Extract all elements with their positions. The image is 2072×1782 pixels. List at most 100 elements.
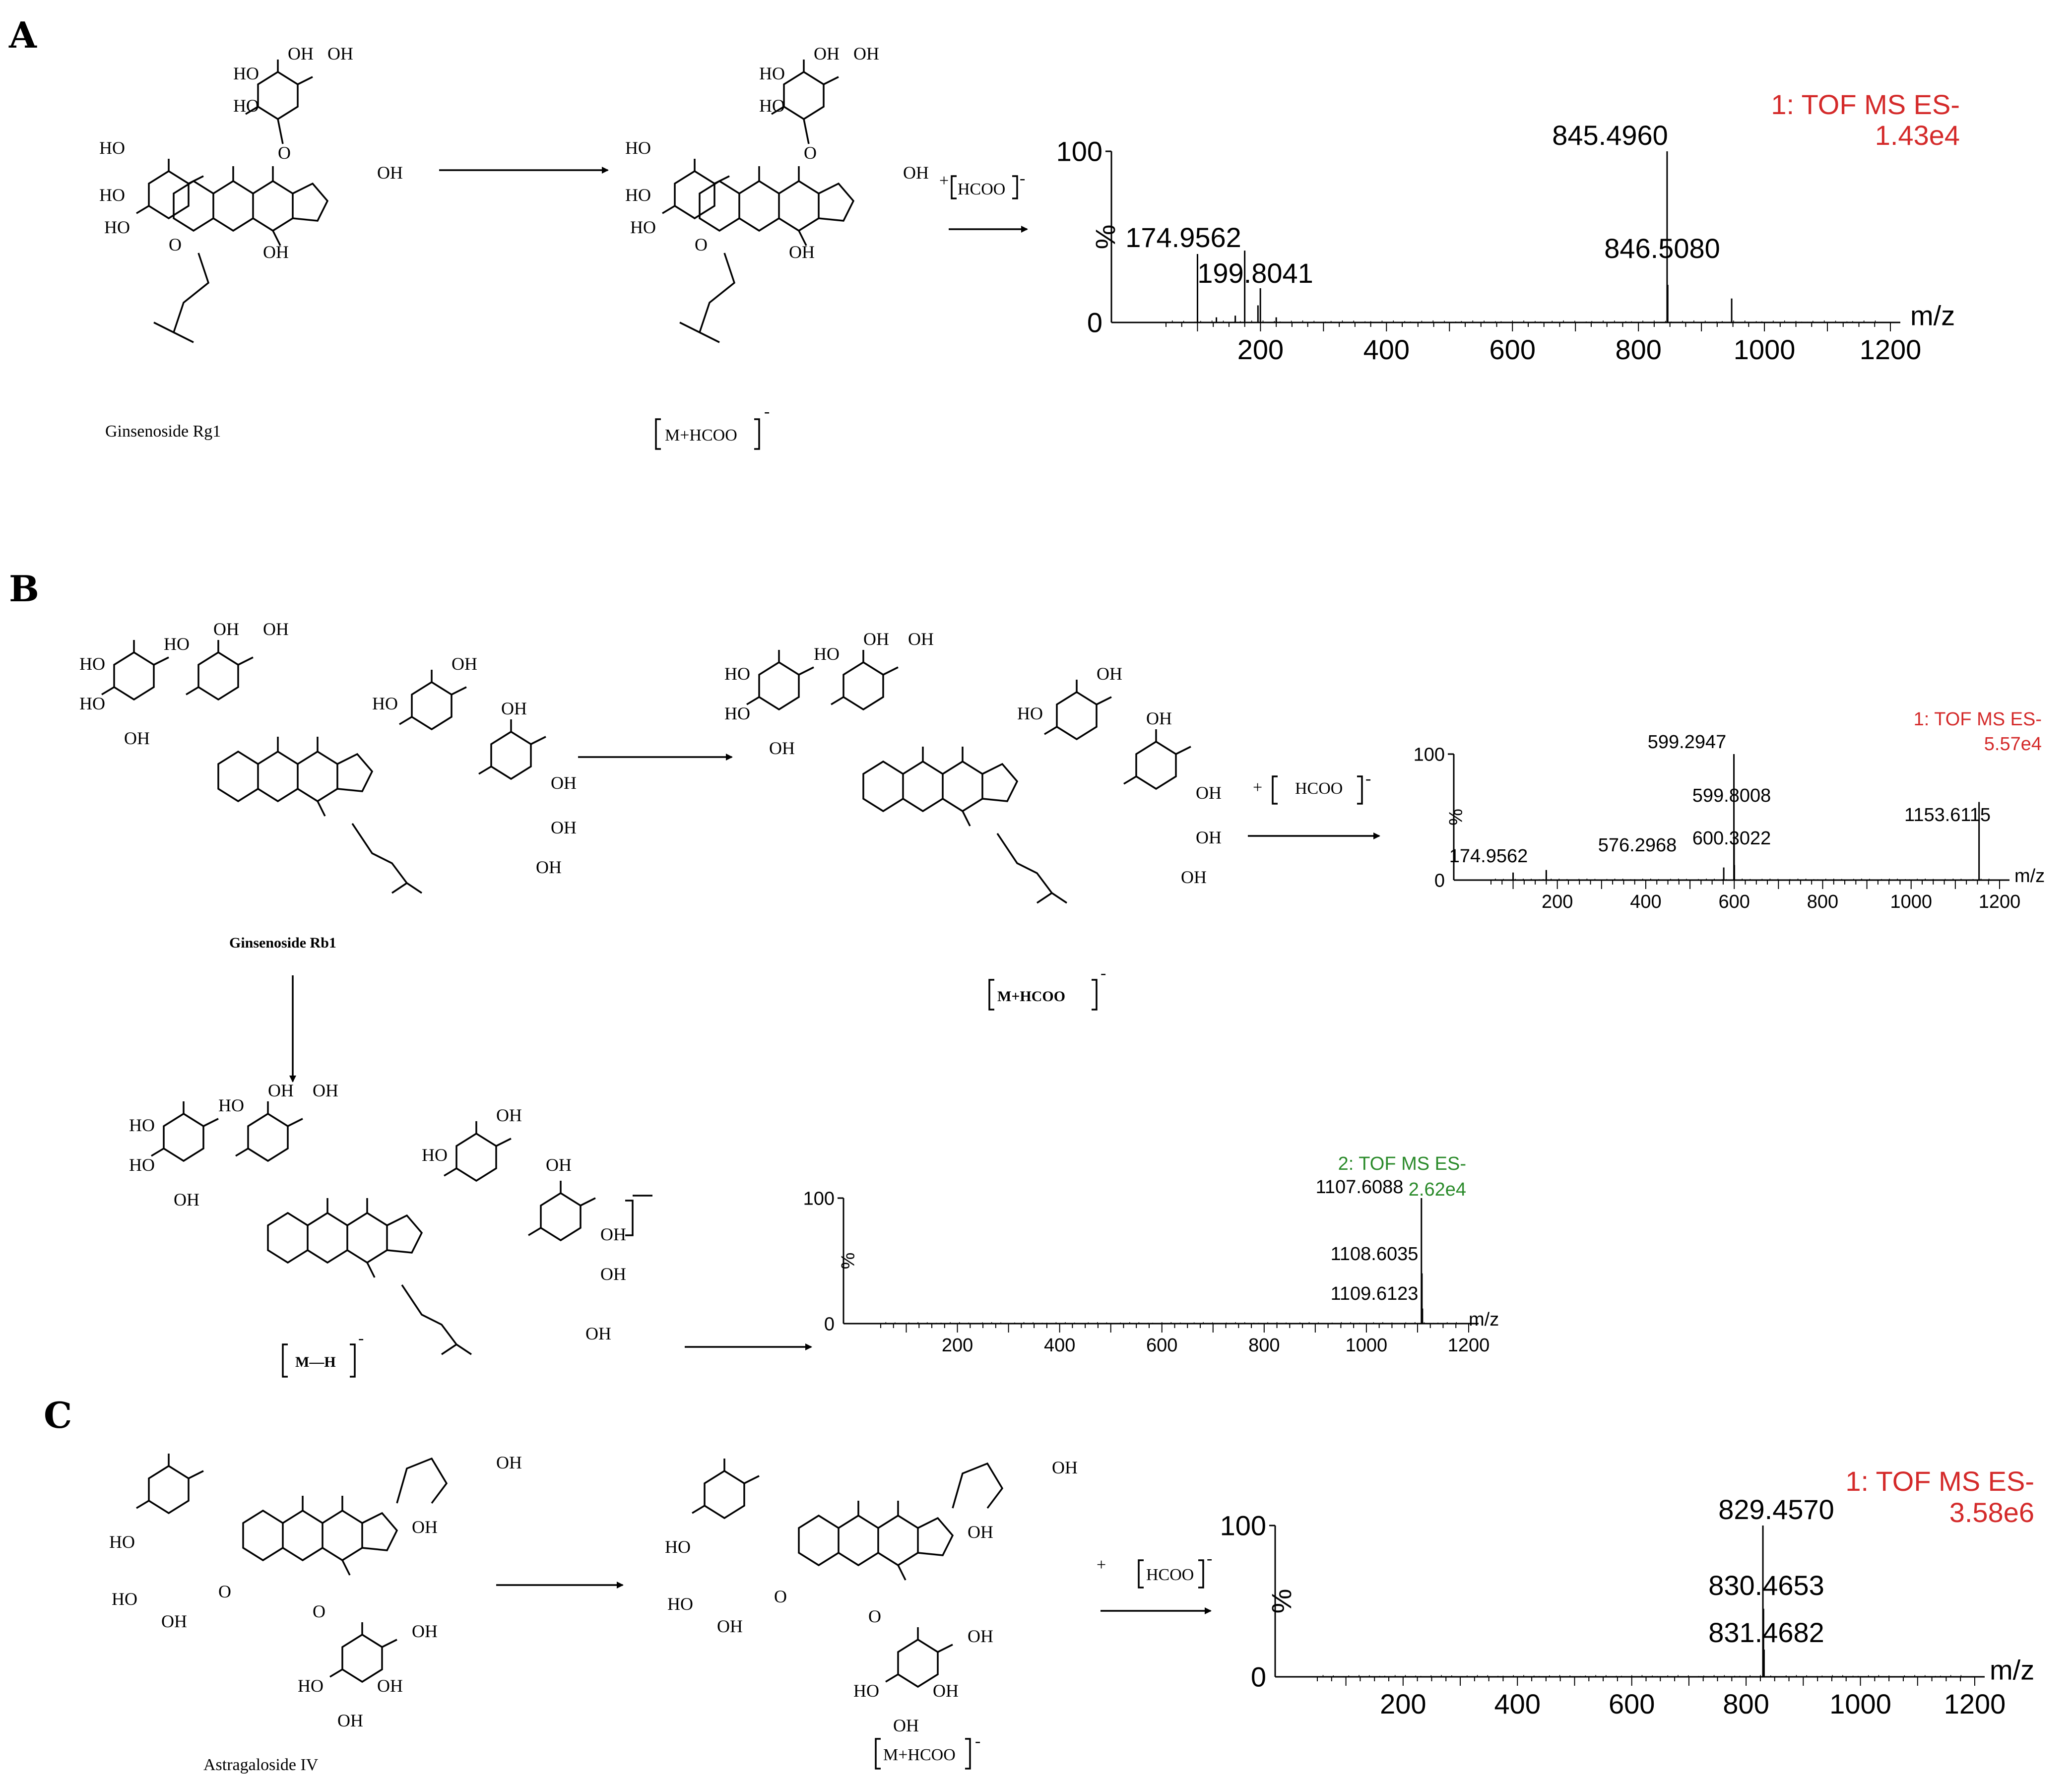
svg-text:M+HCOO: M+HCOO <box>997 988 1065 1005</box>
spectrum-b-top-y-label: % <box>1445 809 1466 826</box>
svg-text:OH: OH <box>600 1264 626 1284</box>
svg-text:O: O <box>868 1606 881 1626</box>
spectrum-b-bottom-peak-label: 1109.6123 <box>1331 1283 1419 1304</box>
adduct-label-c: M+HCOO - <box>875 1732 980 1770</box>
spectrum-a-x-tick-label: 1000 <box>1734 334 1796 365</box>
svg-text:HO: HO <box>129 1155 155 1175</box>
svg-text:-: - <box>1020 169 1025 188</box>
spectrum-b-bottom-x-tick-label: 600 <box>1146 1335 1177 1356</box>
spectrum-a-y-top-label: 100 <box>1056 136 1102 167</box>
spectrum-a-peak-label: 199.8041 <box>1197 257 1313 289</box>
spectrum-c-y-top-label: 100 <box>1220 1510 1266 1541</box>
svg-text:OH: OH <box>327 44 353 64</box>
svg-text:OH: OH <box>903 163 929 183</box>
spectrum-b-top-x-tick-label: 200 <box>1542 891 1573 912</box>
spectrum-b-top-peak-label: 174.9562 <box>1449 846 1528 867</box>
svg-text:HO: HO <box>814 644 840 664</box>
spectrum-a-y-bottom-label: 0 <box>1087 307 1102 338</box>
structure-rb1-deprotonated: HO HO OH HO OH OH HO OH OH OH OH OH <box>129 1081 652 1355</box>
spectrum-b-top-y-top-label: 100 <box>1414 744 1445 765</box>
svg-text:OH: OH <box>1196 827 1222 847</box>
svg-text:HO: HO <box>630 217 656 237</box>
svg-text:OH: OH <box>412 1517 438 1537</box>
svg-text:OH: OH <box>1181 867 1207 887</box>
spectrum-c-peak-label: 830.4653 <box>1708 1570 1824 1601</box>
svg-text:OH: OH <box>496 1453 522 1472</box>
svg-text:HO: HO <box>298 1676 324 1696</box>
spectrum-c-peak-label: 831.4682 <box>1708 1617 1824 1648</box>
svg-text:OH: OH <box>337 1711 363 1730</box>
svg-text:OH: OH <box>496 1105 522 1125</box>
spectrum-b-top-peak-label: 576.2968 <box>1598 835 1677 856</box>
svg-text:HO: HO <box>724 664 750 684</box>
svg-text:OH: OH <box>412 1621 438 1641</box>
compound-name-astragaloside: Astragaloside IV <box>203 1756 319 1774</box>
adduct-label-a: M+HCOO - <box>655 402 770 450</box>
svg-text:HO: HO <box>79 654 105 674</box>
svg-text:O: O <box>278 143 291 163</box>
spectrum-b-bottom-x-tick-label: 800 <box>1248 1335 1280 1356</box>
svg-text:HO: HO <box>422 1145 448 1165</box>
spectrum-c-x-label: m/z <box>1990 1655 2034 1686</box>
svg-text:HO: HO <box>233 96 259 116</box>
svg-text:+: + <box>1097 1556 1106 1574</box>
spectrum-b-bottom-x-tick-label: 400 <box>1044 1335 1075 1356</box>
svg-text:O: O <box>169 235 182 255</box>
svg-text:O: O <box>804 143 817 163</box>
svg-text:OH: OH <box>213 619 239 639</box>
svg-text:-: - <box>1207 1549 1212 1568</box>
panel-letter-b: B <box>9 568 39 610</box>
structure-rb1: HO HO OH HO OH OH HO OH OH OH OH OH <box>79 619 577 894</box>
svg-text:OH: OH <box>124 728 150 748</box>
spectrum-c-peak-label: 829.4570 <box>1718 1494 1834 1525</box>
spectrum-b-bottom-peak-label: 1107.6088 <box>1316 1177 1404 1198</box>
spectrum-a-peak-label: 846.5080 <box>1604 233 1720 264</box>
svg-text:OH: OH <box>1097 664 1122 684</box>
svg-text:OH: OH <box>377 1676 403 1696</box>
svg-text:OH: OH <box>1196 783 1222 803</box>
spectrum-b-top-y-bottom-label: 0 <box>1434 870 1445 891</box>
svg-text:HCOO: HCOO <box>1295 779 1343 798</box>
svg-text:OH: OH <box>853 44 879 64</box>
structure-rg1: HO OH OH HO O OH HO HO HO O OH <box>99 44 403 343</box>
svg-text:OH: OH <box>769 738 795 758</box>
svg-text:HO: HO <box>853 1681 879 1701</box>
svg-text:OH: OH <box>717 1616 743 1636</box>
spectrum-c-header-intensity: 3.58e6 <box>1949 1497 2034 1528</box>
svg-text:HO: HO <box>625 138 651 158</box>
spectrum-b-top-x-tick-label: 800 <box>1807 891 1838 912</box>
svg-text:HO: HO <box>625 185 651 205</box>
svg-text:HO: HO <box>99 185 125 205</box>
svg-text:OH: OH <box>501 699 527 718</box>
svg-text:OH: OH <box>161 1611 187 1631</box>
structure-astragaloside-adduct: HO HO OH O OH OH O HO OH OH OH <box>665 1458 1078 1735</box>
svg-text:O: O <box>218 1582 231 1601</box>
spectrum-b-bottom-y-top-label: 100 <box>803 1188 835 1209</box>
spectrum-c-y-label: % <box>1266 1589 1297 1614</box>
svg-text:HO: HO <box>759 96 785 116</box>
svg-text:-: - <box>358 1329 364 1347</box>
svg-text:HCOO: HCOO <box>1146 1566 1194 1584</box>
svg-text:HO: HO <box>724 703 750 723</box>
spectrum-b-bottom-y-bottom-label: 0 <box>824 1314 835 1335</box>
svg-text:HO: HO <box>79 694 105 713</box>
compound-name-rb1: Ginsenoside Rb1 <box>229 935 336 951</box>
svg-text:OH: OH <box>551 773 577 793</box>
spectrum-b-top-peak-label: 600.3022 <box>1692 828 1771 849</box>
svg-text:OH: OH <box>263 242 289 262</box>
spectrum-c-x-tick-label: 400 <box>1494 1688 1541 1719</box>
svg-text:OH: OH <box>174 1190 199 1209</box>
structure-rb1-adduct: HO HO OH HO OH OH HO OH OH OH OH OH <box>724 629 1222 904</box>
svg-text:OH: OH <box>814 44 840 64</box>
spectrum-b-bottom-peak-label: 1108.6035 <box>1331 1244 1419 1265</box>
reagent-label-c: + HCOO - <box>1097 1549 1212 1589</box>
svg-text:HO: HO <box>665 1537 691 1557</box>
structure-rg1-adduct: HO OH OH HO O OH HO HO HO O OH <box>625 44 929 343</box>
svg-text:O: O <box>313 1601 325 1621</box>
svg-text:OH: OH <box>863 629 889 649</box>
svg-text:HO: HO <box>1017 703 1043 723</box>
spectrum-b-bottom-x-tick-label: 1000 <box>1346 1335 1388 1356</box>
svg-text:OH: OH <box>536 857 562 877</box>
panel-letter-a: A <box>8 14 37 56</box>
